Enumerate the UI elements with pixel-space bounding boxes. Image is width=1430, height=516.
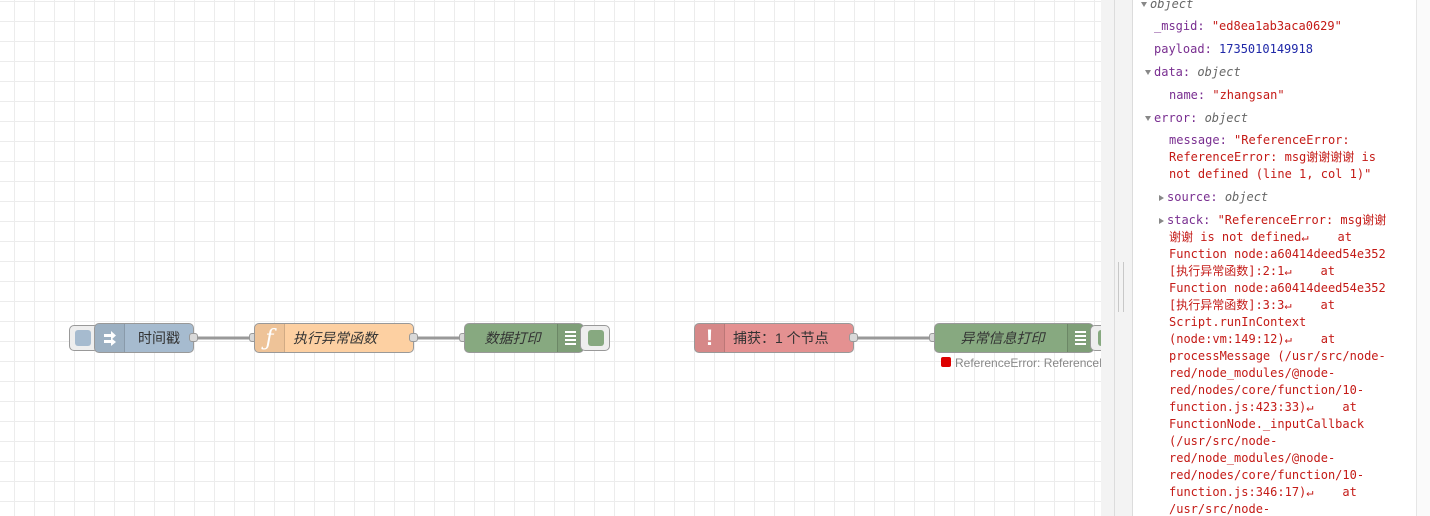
- inject-output-port[interactable]: [189, 333, 198, 342]
- debug-node-error-print-label: 异常信息打印: [960, 330, 1045, 346]
- payload-value[interactable]: 1735010149918: [1219, 42, 1313, 56]
- debug-node-error-print[interactable]: 异常信息打印: [934, 323, 1094, 353]
- debug2-toggle-button[interactable]: [1090, 325, 1101, 351]
- data-row[interactable]: data: object: [1145, 64, 1241, 81]
- node-status: ReferenceError: ReferenceError: msg谢谢谢谢 …: [941, 355, 1101, 369]
- resize-grip[interactable]: [1118, 262, 1124, 312]
- data-type: object: [1197, 65, 1241, 79]
- caret-down-icon[interactable]: [1141, 2, 1147, 7]
- stack-line: (node:vm:149:12)↵ at: [1169, 332, 1336, 346]
- inject-node[interactable]: 时间戳: [94, 323, 194, 353]
- flow-wires: [194, 336, 934, 340]
- message-line[interactable]: "ReferenceError:: [1234, 133, 1350, 147]
- debug1-toggle-button[interactable]: [580, 325, 610, 351]
- function-f-icon: ƒ: [255, 324, 285, 352]
- stack-line: function.js:423:33)↵ at: [1169, 400, 1357, 414]
- source-key: source: [1167, 190, 1211, 204]
- name-row: name: "zhangsan": [1169, 88, 1285, 102]
- sidebar-separator[interactable]: [1101, 0, 1133, 516]
- stack-line: Function node:a60414deed54e352: [1169, 281, 1386, 295]
- debug2-toggle-inner: [1098, 330, 1101, 346]
- error-row[interactable]: error: object: [1145, 110, 1248, 127]
- node-status-text: ReferenceError: ReferenceError: msg谢谢谢谢 …: [955, 355, 1101, 370]
- stack-line: FunctionNode._inputCallback: [1169, 417, 1365, 431]
- stack-key: stack: [1167, 213, 1204, 227]
- source-row[interactable]: source: object: [1159, 189, 1268, 206]
- debug-node-data-print[interactable]: 数据打印: [464, 323, 584, 353]
- stack-line: [执行异常函数]:2:1↵ at: [1169, 264, 1335, 278]
- catch-output-port[interactable]: [849, 333, 858, 342]
- stack-line: red/nodes/core/function/10-: [1169, 383, 1365, 397]
- arrow-in-icon: [95, 324, 125, 352]
- stack-line: /usr/src/node-: [1169, 502, 1271, 516]
- stack-line: red/node_modules/@node-: [1169, 366, 1336, 380]
- stack-line: (/usr/src/node-: [1169, 434, 1278, 448]
- message-row: message: "ReferenceError:: [1169, 133, 1350, 147]
- stack-line: Function node:a60414deed54e352: [1169, 247, 1386, 261]
- root-type: object: [1150, 0, 1194, 11]
- stack-line: red/node_modules/@node-: [1169, 451, 1336, 465]
- debug-sidebar: object _msgid: "ed8ea1ab3aca0629" payloa…: [1133, 0, 1416, 516]
- stack-line: function.js:346:17)↵ at: [1169, 485, 1357, 499]
- msgid-row: _msgid: "ed8ea1ab3aca0629": [1154, 19, 1342, 33]
- msgid-key: _msgid: [1154, 19, 1198, 33]
- source-type: object: [1224, 190, 1269, 204]
- list-icon: [557, 324, 583, 352]
- error-key: error: [1154, 111, 1191, 125]
- stack-line: processMessage (/usr/src/node-: [1169, 349, 1386, 363]
- data-key: data: [1154, 65, 1183, 79]
- stack-line: Script.runInContext: [1169, 315, 1307, 329]
- debug-node-data-print-label: 数据打印: [484, 330, 541, 346]
- name-key: name: [1169, 88, 1198, 102]
- flow-workspace[interactable]: 时间戳 ƒ 执行异常函数 数据打印 ! 捕获：1 个节点 异: [0, 0, 1101, 516]
- caret-down-icon[interactable]: [1145, 116, 1151, 121]
- function-node-label: 执行异常函数: [293, 330, 377, 346]
- message-key: message: [1169, 133, 1220, 147]
- payload-row: payload: 1735010149918: [1154, 42, 1313, 56]
- msgid-value[interactable]: "ed8ea1ab3aca0629": [1211, 19, 1342, 33]
- payload-key: payload: [1154, 42, 1205, 56]
- caret-right-icon[interactable]: [1159, 194, 1164, 201]
- debug-root-row[interactable]: object: [1141, 0, 1193, 13]
- debug-scrollbar[interactable]: [1416, 0, 1430, 516]
- error-status-dot: [941, 357, 951, 367]
- stack-line[interactable]: "ReferenceError: msg谢谢: [1217, 213, 1387, 227]
- catch-node[interactable]: ! 捕获：1 个节点: [694, 323, 854, 353]
- inject-node-label: 时间戳: [138, 330, 180, 346]
- stack-row[interactable]: stack: "ReferenceError: msg谢谢: [1159, 212, 1386, 229]
- stack-line: red/nodes/core/function/10-: [1169, 468, 1365, 482]
- caret-right-icon[interactable]: [1159, 217, 1164, 224]
- caret-down-icon[interactable]: [1145, 70, 1151, 75]
- name-value[interactable]: "zhangsan": [1212, 88, 1285, 102]
- stack-line: [执行异常函数]:3:3↵ at: [1169, 298, 1335, 312]
- debug1-toggle-inner: [588, 330, 604, 346]
- catch-node-label: 捕获：1 个节点: [733, 330, 829, 346]
- separator-line: [1114, 0, 1115, 516]
- list-icon: [1067, 324, 1093, 352]
- message-line: ReferenceError: msg谢谢谢谢 is: [1169, 150, 1376, 164]
- function-output-port[interactable]: [409, 333, 418, 342]
- inject-trigger-inner: [75, 330, 91, 346]
- separator-line: [1132, 0, 1133, 516]
- error-type: object: [1204, 111, 1248, 125]
- exclamation-icon: !: [695, 324, 725, 352]
- function-node[interactable]: ƒ 执行异常函数: [254, 323, 414, 353]
- message-line: not defined (line 1, col 1)": [1169, 167, 1372, 181]
- stack-line: 谢谢 is not defined↵ at: [1169, 230, 1352, 244]
